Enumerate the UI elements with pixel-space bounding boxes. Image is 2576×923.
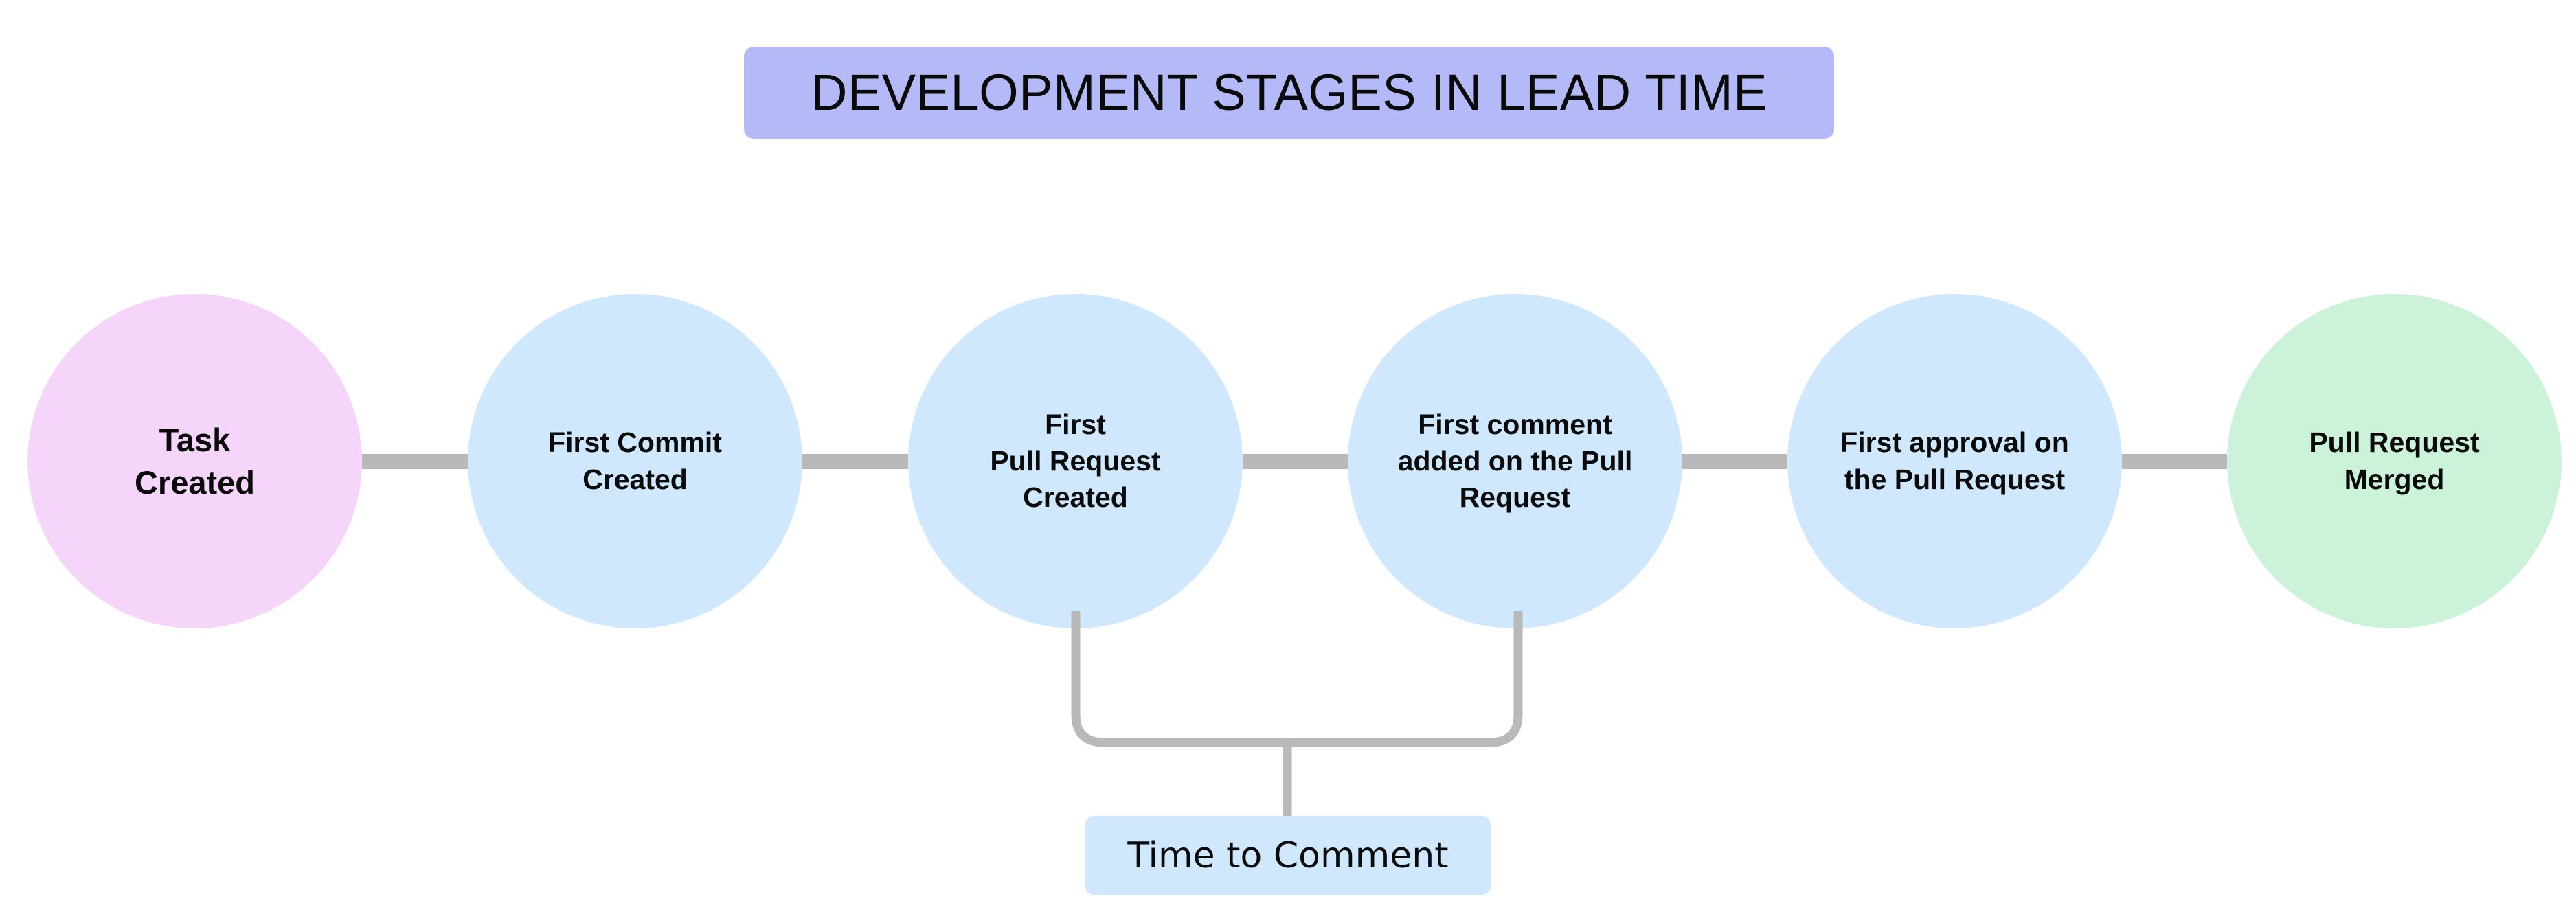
diagram-title-banner: DEVELOPMENT STAGES IN LEAD TIME bbox=[744, 47, 1834, 139]
time-to-comment-label-box[interactable]: Time to Comment bbox=[1085, 816, 1491, 895]
node-task-created[interactable]: Task Created bbox=[27, 294, 362, 628]
time-to-comment-bracket bbox=[1071, 611, 1523, 817]
node-label: First approval on the Pull Request bbox=[1840, 426, 2069, 495]
page-title: DEVELOPMENT STAGES IN LEAD TIME bbox=[810, 64, 1768, 121]
node-first-pull-request[interactable]: First Pull Request Created bbox=[908, 294, 1243, 628]
node-label: First Commit Created bbox=[548, 426, 722, 495]
node-first-comment-on-pr[interactable]: First comment added on the Pull Request bbox=[1348, 294, 1682, 628]
connector-2-3 bbox=[802, 454, 908, 469]
node-pull-request-merged[interactable]: Pull Request Merged bbox=[2227, 294, 2562, 628]
connector-5-6 bbox=[2122, 454, 2227, 469]
connector-1-2 bbox=[362, 454, 468, 469]
node-first-commit-created[interactable]: First Commit Created bbox=[468, 294, 802, 628]
node-label: First comment added on the Pull Request bbox=[1397, 408, 1633, 514]
time-to-comment-label: Time to Comment bbox=[1127, 834, 1449, 876]
connector-4-5 bbox=[1682, 454, 1787, 469]
node-label: First Pull Request Created bbox=[990, 408, 1161, 514]
node-first-approval-on-pr[interactable]: First approval on the Pull Request bbox=[1787, 294, 2122, 628]
node-label: Pull Request Merged bbox=[2309, 426, 2480, 495]
node-label: Task Created bbox=[134, 422, 255, 501]
connector-3-4 bbox=[1243, 454, 1348, 469]
